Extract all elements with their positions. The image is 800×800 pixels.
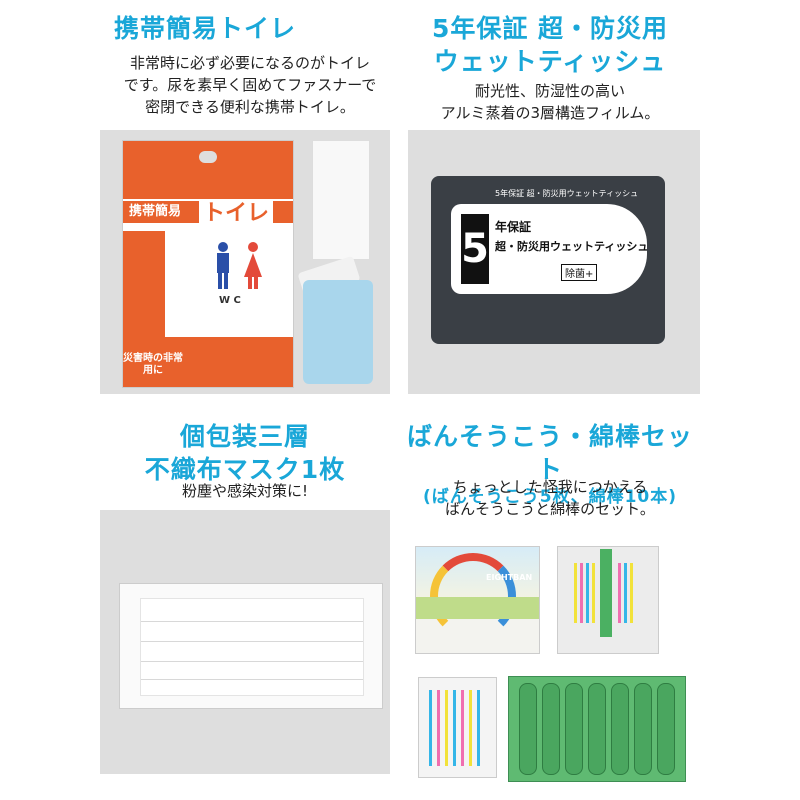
cotton-swab — [580, 563, 583, 623]
cotton-swab — [461, 690, 464, 766]
bandage — [588, 683, 606, 775]
grass-background — [416, 597, 539, 619]
title-line: 個包装三層 — [179, 422, 310, 451]
bandage-strip — [600, 549, 612, 637]
bandage-sheet-image — [508, 676, 686, 782]
section-desc-bandage: ちょっとした怪我につかえる ばんそうこうと綿棒のセット。 — [395, 476, 705, 520]
wet-label: 5 年保証 超・防災用ウェットティッシュ 除菌+ — [451, 204, 649, 294]
bandage — [519, 683, 537, 775]
wet-top-label: 5年保証 超・防災用ウェットティッシュ — [495, 189, 639, 198]
swab-card-image — [557, 546, 659, 654]
desc-line: です。尿を素早く固めてファスナーで — [123, 76, 377, 94]
cotton-swab — [592, 563, 595, 623]
bandage — [657, 683, 675, 775]
title-line: ウェットティッシュ — [433, 47, 667, 76]
bandage — [634, 683, 652, 775]
title-line: 不織布マスク1枚 — [144, 455, 346, 484]
mask-pleat — [141, 679, 363, 680]
cotton-swab — [618, 563, 621, 623]
mask-pleat — [141, 621, 363, 622]
section-title-mask: 個包装三層 不織布マスク1枚 — [100, 420, 390, 486]
desc-line: アルミ蒸着の3層構造フィルム。 — [440, 104, 660, 122]
swab-pack-image — [418, 677, 497, 778]
section-title-wet-tissue: 5年保証 超・防災用 ウェットティッシュ — [415, 12, 685, 78]
desc-line: 耐光性、防湿性の高い — [474, 82, 625, 100]
title-line: 携帯簡易トイレ — [113, 14, 296, 43]
toilet-package-image: 携帯簡易 トイレ W C 災害時の非常用に — [122, 140, 294, 388]
section-title-bandage: ばんそうこう・綿棒セット (ばんそうこう5枚、綿棒10本) — [395, 420, 705, 508]
mask-pleat — [141, 661, 363, 662]
desc-line: 粉塵や感染対策に! — [181, 482, 308, 500]
desc-line: ちょっとした怪我につかえる — [452, 478, 648, 496]
title-line: (ばんそうこう5枚、綿棒10本) — [422, 487, 678, 507]
toilet-caption: 災害時の非常用に — [123, 353, 183, 376]
section-title-toilet: 携帯簡易トイレ — [100, 12, 310, 45]
cotton-swab — [469, 690, 472, 766]
desc-line: 密閉できる便利な携帯トイレ。 — [145, 98, 355, 116]
cotton-swab — [630, 563, 633, 623]
wc-label: W C — [219, 295, 241, 306]
toilet-main-text: トイレ — [199, 199, 273, 229]
hang-hole — [199, 151, 217, 163]
wet-tissue-package-image: 5年保証 超・防災用ウェットティッシュ 5 年保証 超・防災用ウェットティッシュ… — [431, 176, 665, 344]
rainbow-image — [430, 553, 516, 639]
bandage — [542, 683, 560, 775]
cotton-swab — [429, 690, 432, 766]
section-desc-wet-tissue: 耐光性、防湿性の高い アルミ蒸着の3層構造フィルム。 — [415, 80, 685, 124]
tissue-sheet-image — [312, 140, 370, 260]
cotton-swab — [586, 563, 589, 623]
section-desc-mask: 粉塵や感染対策に! — [100, 480, 390, 502]
wet-guarantee-text: 年保証 — [495, 220, 532, 234]
sterilize-badge: 除菌+ — [561, 264, 598, 281]
mask-pleat — [141, 641, 363, 642]
mask-package-image — [119, 583, 383, 709]
section-desc-toilet: 非常時に必ず必要になるのがトイレ です。尿を素早く固めてファスナーで 密閉できる… — [90, 52, 410, 118]
bandage — [611, 683, 629, 775]
bandage — [565, 683, 583, 775]
wet-product-name: 超・防災用ウェットティッシュ — [495, 240, 649, 253]
cotton-swab — [437, 690, 440, 766]
mask-image — [140, 598, 364, 696]
package-side-band — [123, 231, 165, 387]
brand-label: EIGHTBAN — [486, 573, 533, 582]
cotton-swab — [477, 690, 480, 766]
cotton-swab — [574, 563, 577, 623]
restroom-icon — [217, 242, 262, 289]
toilet-bag-image — [303, 280, 373, 384]
package-header — [123, 141, 293, 199]
wet-year-number: 5 — [461, 214, 489, 284]
bandage-card-image: EIGHTBAN — [415, 546, 540, 654]
desc-line: ばんそうこうと綿棒のセット。 — [445, 500, 655, 518]
package-bottom-band — [165, 337, 293, 387]
desc-line: 非常時に必ず必要になるのがトイレ — [129, 54, 370, 72]
title-line: ばんそうこう・綿棒セット — [406, 422, 693, 484]
cotton-swab — [624, 563, 627, 623]
cotton-swab — [453, 690, 456, 766]
cotton-swab — [445, 690, 448, 766]
title-line: 5年保証 超・防災用 — [431, 14, 669, 43]
